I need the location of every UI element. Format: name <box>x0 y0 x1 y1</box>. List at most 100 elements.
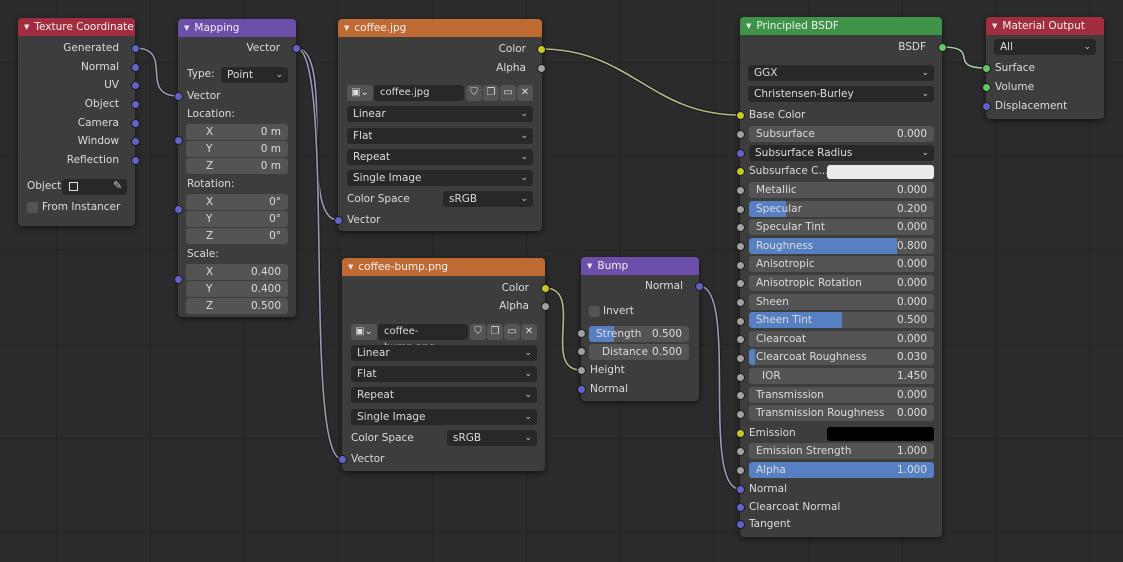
node-link[interactable] <box>134 47 179 97</box>
node-socket[interactable] <box>735 446 745 456</box>
node-socket[interactable] <box>735 204 745 214</box>
node-socket[interactable] <box>130 99 140 109</box>
open-folder-icon[interactable]: ▭ <box>500 85 516 101</box>
node-socket[interactable] <box>981 63 991 73</box>
node-socket[interactable] <box>735 222 745 232</box>
image-name-field[interactable]: coffee-bump.png <box>378 324 468 353</box>
close-icon[interactable]: ✕ <box>521 324 537 340</box>
fake-user-shield-icon[interactable]: ⛉ <box>470 324 486 340</box>
mapping-node[interactable]: ▼Mapping Vector Type: Point⌄ Vector Loca… <box>178 19 296 317</box>
node-socket[interactable] <box>130 62 140 72</box>
invert-checkbox[interactable] <box>589 306 600 317</box>
image-selector[interactable]: ▣⌄ coffee-bump.png ⛉ ❐ ▭ ✕ <box>351 324 537 353</box>
node-socket[interactable] <box>735 241 745 251</box>
collapse-triangle-icon[interactable]: ▼ <box>24 23 30 31</box>
subsurface-method-dropdown[interactable]: Christensen-Burley⌄ <box>748 86 934 102</box>
source-dropdown[interactable]: Single Image⌄ <box>351 409 537 425</box>
node-socket[interactable] <box>130 118 140 128</box>
duplicate-icon[interactable]: ❐ <box>483 85 499 101</box>
emission-color-swatch[interactable] <box>827 427 934 441</box>
duplicate-icon[interactable]: ❐ <box>487 324 503 340</box>
mapping-type-dropdown[interactable]: Point⌄ <box>221 67 288 83</box>
node-socket[interactable] <box>540 283 550 293</box>
open-folder-icon[interactable]: ▭ <box>504 324 520 340</box>
node-socket[interactable] <box>735 297 745 307</box>
material-output-node[interactable]: ▼Material Output All⌄ Surface Volume Dis… <box>986 17 1104 119</box>
node-socket[interactable] <box>735 519 745 529</box>
node-socket[interactable] <box>540 301 550 311</box>
subsurface-radius-dropdown[interactable]: Subsurface Radius⌄ <box>749 145 934 161</box>
principled-bsdf-header[interactable]: ▼Principled BSDF <box>740 17 942 35</box>
node-socket[interactable] <box>576 346 586 356</box>
image-texture-header[interactable]: ▼coffee-bump.png <box>342 258 545 276</box>
bump-header[interactable]: ▼Bump <box>581 257 699 275</box>
collapse-triangle-icon[interactable]: ▼ <box>746 22 752 30</box>
node-link[interactable] <box>544 287 582 371</box>
node-socket[interactable] <box>981 101 991 111</box>
node-socket[interactable] <box>937 42 947 52</box>
image-browse-icon[interactable]: ▣⌄ <box>347 85 373 101</box>
projection-dropdown[interactable]: Flat⌄ <box>351 366 537 382</box>
node-socket[interactable] <box>735 409 745 419</box>
collapse-triangle-icon[interactable]: ▼ <box>184 24 190 32</box>
object-field[interactable] <box>62 179 127 195</box>
node-socket[interactable] <box>173 135 183 145</box>
node-socket[interactable] <box>735 502 745 512</box>
bump-node[interactable]: ▼Bump Normal Invert Strength 0.500 Dista… <box>581 257 699 401</box>
node-socket[interactable] <box>337 454 347 464</box>
node-socket[interactable] <box>333 215 343 225</box>
node-socket[interactable] <box>735 390 745 400</box>
from-instancer-checkbox[interactable] <box>27 202 38 213</box>
subsurface-color-swatch[interactable] <box>827 165 934 179</box>
strength-slider[interactable]: Strength 0.500 <box>589 326 689 342</box>
source-dropdown[interactable]: Single Image⌄ <box>347 170 533 186</box>
node-socket[interactable] <box>173 204 183 214</box>
node-socket[interactable] <box>735 129 745 139</box>
texture-coordinate-header[interactable]: ▼Texture Coordinate <box>18 18 135 36</box>
collapse-triangle-icon[interactable]: ▼ <box>587 262 593 270</box>
extension-dropdown[interactable]: Repeat⌄ <box>351 387 537 403</box>
fake-user-shield-icon[interactable]: ⛉ <box>466 85 482 101</box>
node-socket[interactable] <box>735 428 745 438</box>
node-link[interactable] <box>941 46 987 69</box>
node-socket[interactable] <box>576 384 586 394</box>
node-socket[interactable] <box>173 91 183 101</box>
node-socket[interactable] <box>173 274 183 284</box>
material-output-header[interactable]: ▼Material Output <box>986 17 1104 35</box>
node-socket[interactable] <box>130 155 140 165</box>
node-socket[interactable] <box>130 136 140 146</box>
node-socket[interactable] <box>735 484 745 494</box>
node-socket[interactable] <box>536 63 546 73</box>
node-socket[interactable] <box>981 82 991 92</box>
mapping-header[interactable]: ▼Mapping <box>178 19 296 37</box>
node-socket[interactable] <box>735 353 745 363</box>
distribution-dropdown[interactable]: GGX⌄ <box>748 65 934 81</box>
node-socket[interactable] <box>735 110 745 120</box>
node-socket[interactable] <box>576 365 586 375</box>
projection-dropdown[interactable]: Flat⌄ <box>347 128 533 144</box>
principled-bsdf-node[interactable]: ▼Principled BSDF BSDF GGX⌄ Christensen-B… <box>740 17 942 537</box>
node-socket[interactable] <box>130 43 140 53</box>
node-socket[interactable] <box>735 334 745 344</box>
interpolation-dropdown[interactable]: Linear⌄ <box>351 345 537 361</box>
